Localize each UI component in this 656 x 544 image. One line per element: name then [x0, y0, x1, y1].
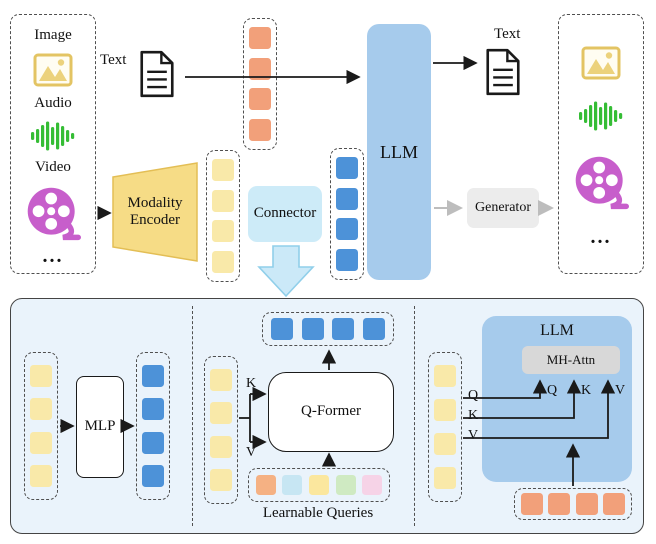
- token: [362, 318, 385, 340]
- film-reel-icon: [25, 184, 81, 242]
- k-label: K: [245, 376, 257, 391]
- text-document-icon: [138, 50, 176, 98]
- token: [301, 318, 324, 340]
- encoder-feature-column: [206, 150, 240, 282]
- panel-divider: [192, 306, 193, 526]
- generator-box: Generator: [467, 188, 539, 228]
- q-source-label: Q: [467, 388, 479, 403]
- token: [212, 189, 234, 212]
- mh-attn-box: MH-Attn: [522, 346, 620, 374]
- llm-detail-box: LLM MH-Attn: [482, 316, 632, 482]
- llm-detail-label: LLM: [540, 322, 574, 339]
- token: [271, 318, 294, 340]
- audio-waveform-icon: [579, 101, 623, 131]
- image-label: Image: [34, 27, 72, 44]
- v-attn-label: V: [614, 383, 626, 398]
- token: [336, 218, 358, 241]
- image-icon: [33, 53, 73, 87]
- token: [142, 398, 164, 421]
- connector-box: Connector: [248, 186, 322, 242]
- qformer-input-column: [204, 356, 238, 504]
- film-reel-icon: [573, 153, 629, 211]
- k-source-label: K: [467, 408, 479, 423]
- token: [603, 493, 626, 515]
- modality-encoder: Modality Encoder: [112, 162, 198, 262]
- token: [212, 250, 234, 273]
- token: [249, 57, 271, 80]
- video-label: Video: [35, 158, 71, 175]
- more-modalities-ellipsis: ...: [42, 244, 64, 267]
- mlp-output-column: [136, 352, 170, 500]
- image-icon: [581, 46, 621, 80]
- token: [434, 365, 456, 387]
- token: [548, 493, 571, 515]
- qformer-output-row: [262, 312, 394, 346]
- down-arrow: [257, 245, 315, 298]
- audio-label: Audio: [34, 95, 72, 112]
- k-attn-label: K: [580, 383, 592, 398]
- token: [434, 433, 456, 455]
- token: [142, 431, 164, 454]
- token: [336, 187, 358, 210]
- q-attn-label: Q: [546, 383, 558, 398]
- token: [30, 398, 52, 421]
- token: [362, 475, 383, 495]
- token: [332, 318, 355, 340]
- token: [210, 469, 232, 492]
- token: [249, 88, 271, 111]
- token: [142, 465, 164, 488]
- token: [30, 465, 52, 488]
- token: [308, 475, 329, 495]
- token: [30, 431, 52, 454]
- v-source-label: V: [467, 428, 479, 443]
- token: [434, 399, 456, 421]
- token: [249, 27, 271, 50]
- connector-output-column: [330, 148, 364, 280]
- token: [336, 157, 358, 180]
- panel-divider: [414, 306, 415, 526]
- mlp-input-column: [24, 352, 58, 500]
- token: [212, 220, 234, 243]
- token: [255, 475, 276, 495]
- token: [210, 435, 232, 458]
- text-input-label: Text: [100, 52, 127, 68]
- token: [212, 159, 234, 182]
- token: [575, 493, 598, 515]
- token: [282, 475, 303, 495]
- input-modalities-box: Image Audio: [10, 14, 96, 274]
- qformer-box: Q-Former: [268, 372, 394, 452]
- text-token-column: [243, 18, 277, 150]
- token: [142, 364, 164, 387]
- learnable-queries-row: [248, 468, 390, 502]
- token: [520, 493, 543, 515]
- token: [30, 364, 52, 387]
- output-modalities-box: ...: [558, 14, 644, 274]
- learnable-queries-label: Learnable Queries: [262, 505, 374, 521]
- token: [336, 248, 358, 271]
- mlp-box: MLP: [76, 376, 124, 478]
- more-modalities-ellipsis: ...: [590, 225, 612, 248]
- text-output-label: Text: [494, 26, 521, 42]
- token: [210, 402, 232, 425]
- text-token-row: [514, 488, 632, 520]
- llm-box: LLM: [367, 24, 431, 280]
- token: [210, 368, 232, 391]
- modality-encoder-label: Modality Encoder: [127, 194, 183, 228]
- token: [335, 475, 356, 495]
- audio-waveform-icon: [31, 121, 75, 151]
- v-label: V: [245, 445, 257, 460]
- output-document-icon: [484, 48, 522, 96]
- cross-attn-input-column: [428, 352, 462, 502]
- token: [249, 118, 271, 141]
- token: [434, 467, 456, 489]
